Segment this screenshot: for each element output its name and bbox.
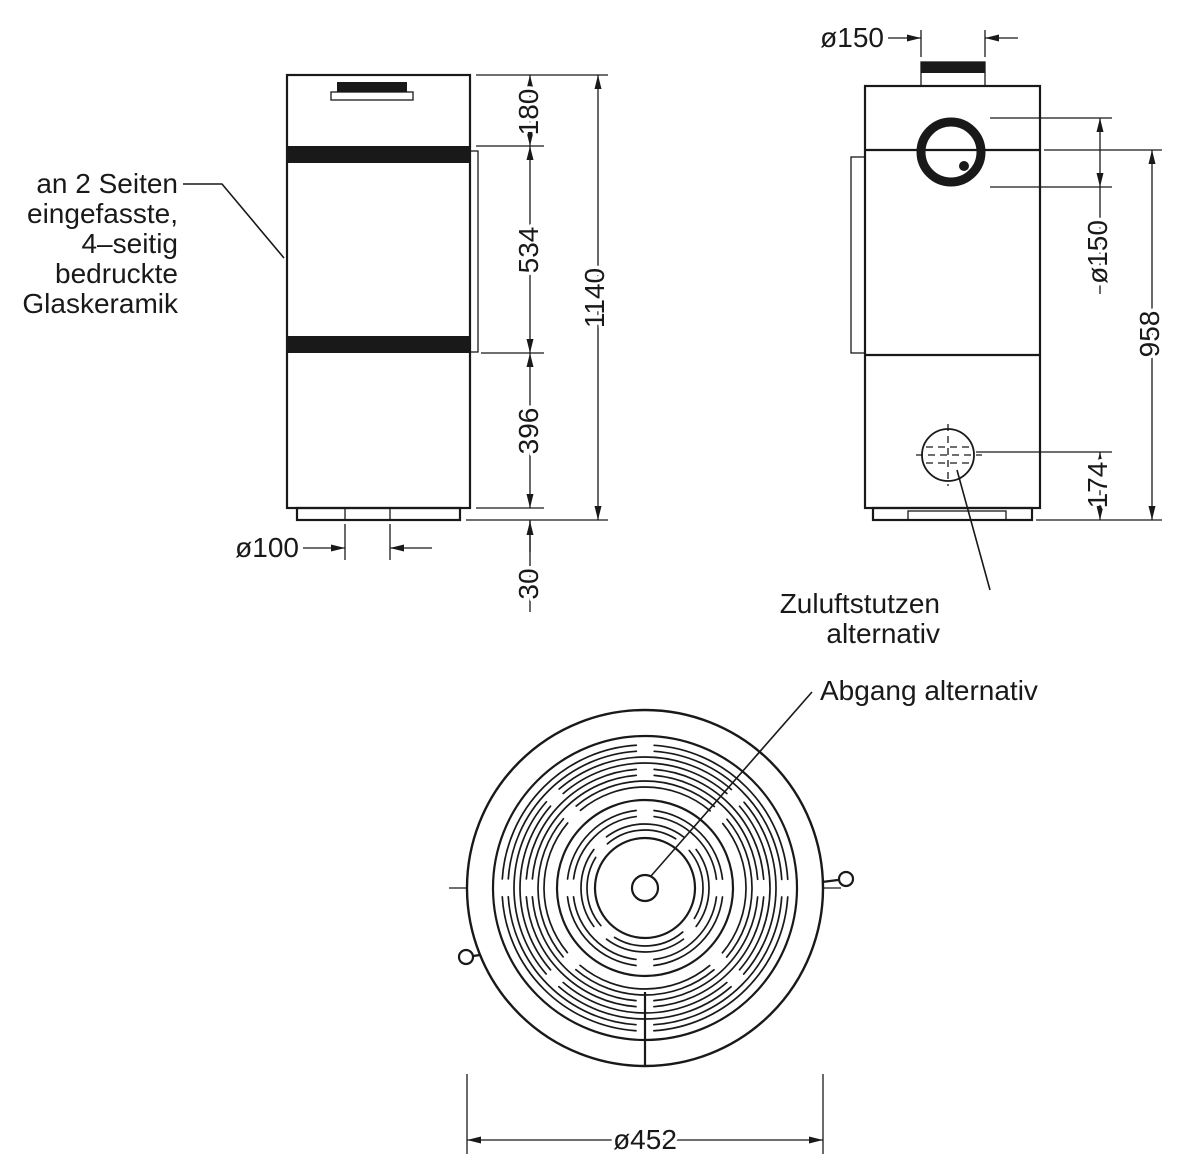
front-extension-lines [344,74,608,560]
glass-note-line-1: an 2 Seiten [36,168,178,199]
rear-flue-outlet-dot [959,161,969,171]
slot-arc [586,829,704,947]
front-dimension-lines [303,75,602,612]
dim-180-label: 180 [513,89,544,136]
dim-958-label: 958 [1134,311,1165,358]
rear-flue-outlet-ring [916,117,986,187]
glass-note: an 2 Seiten eingefasste, 4–seitig bedruc… [22,168,179,319]
glass-note-leader [183,183,285,259]
glass-note-line-4: bedruckte [55,258,178,289]
door-glass-side-strip [469,150,479,353]
slot-arc [543,786,747,990]
slot-arc [501,744,789,1032]
slot-arc [566,809,724,967]
flue-collar-side-top [921,62,985,73]
base-stub-side [907,510,1007,521]
stove-body-outline [285,73,472,510]
handle-link-right [821,878,839,884]
side-dimension-lines [888,34,1156,520]
flue-collar-top [337,82,407,92]
air-inlet-note-line-1: Zuluftstutzen [780,588,940,619]
air-inlet-note-line-2: alternativ [826,618,940,649]
glass-note-line-3: 4–seitig [81,228,178,259]
dim-d150top-label: ø150 [820,22,884,53]
side-extension-lines [920,30,1162,521]
air-inlet-note-leader [956,469,991,591]
flue-collar-lip [330,91,414,101]
glass-band-bottom [288,336,469,353]
slot-arc [580,823,710,953]
slot-arc [537,780,753,996]
alt-outlet-note-leader [650,691,813,877]
glass-note-line-5: Glaskeramik [22,288,179,319]
grate-slot-arcs [501,744,789,1032]
dim-d150rear-label: ø150 [1082,220,1113,284]
door-edge-strip-side [850,156,866,354]
dim-396-label: 396 [513,408,544,455]
slot-arc [531,774,759,1002]
alt-outlet-note: Abgang alternativ [820,675,1038,706]
top-view: Abgang alternativ ø452 [449,675,1038,1159]
front-view: an 2 Seiten eingefasste, 4–seitig bedruc… [22,73,614,612]
side-view: ø150 ø150 958 174 Zuluftstutzen alternat… [780,19,1169,650]
slot-arc [507,750,783,1026]
dim-d100-label: ø100 [235,532,299,563]
glass-note-line-2: eingefasste, [27,198,178,229]
handle-link-left [472,953,481,958]
top-inner-circle [593,836,697,940]
air-inlet-note: Zuluftstutzen alternativ [780,588,940,649]
alt-outlet-knockout [630,873,660,903]
base-plinth [295,506,462,522]
dim-174-label: 174 [1082,462,1113,509]
top-mid-circle [555,798,735,978]
handle-loop-left [457,948,475,966]
glass-band-top [288,146,469,163]
handle-loop-right [837,870,855,888]
dim-1140-label: 1140 [579,268,610,328]
dim-30-label: 30 [513,568,544,599]
dim-d452-label: ø452 [613,1124,677,1155]
dim-534-label: 534 [513,227,544,274]
base-plinth-side [871,506,1034,522]
slot-arc [525,768,765,1008]
slot-arc [513,756,777,1020]
